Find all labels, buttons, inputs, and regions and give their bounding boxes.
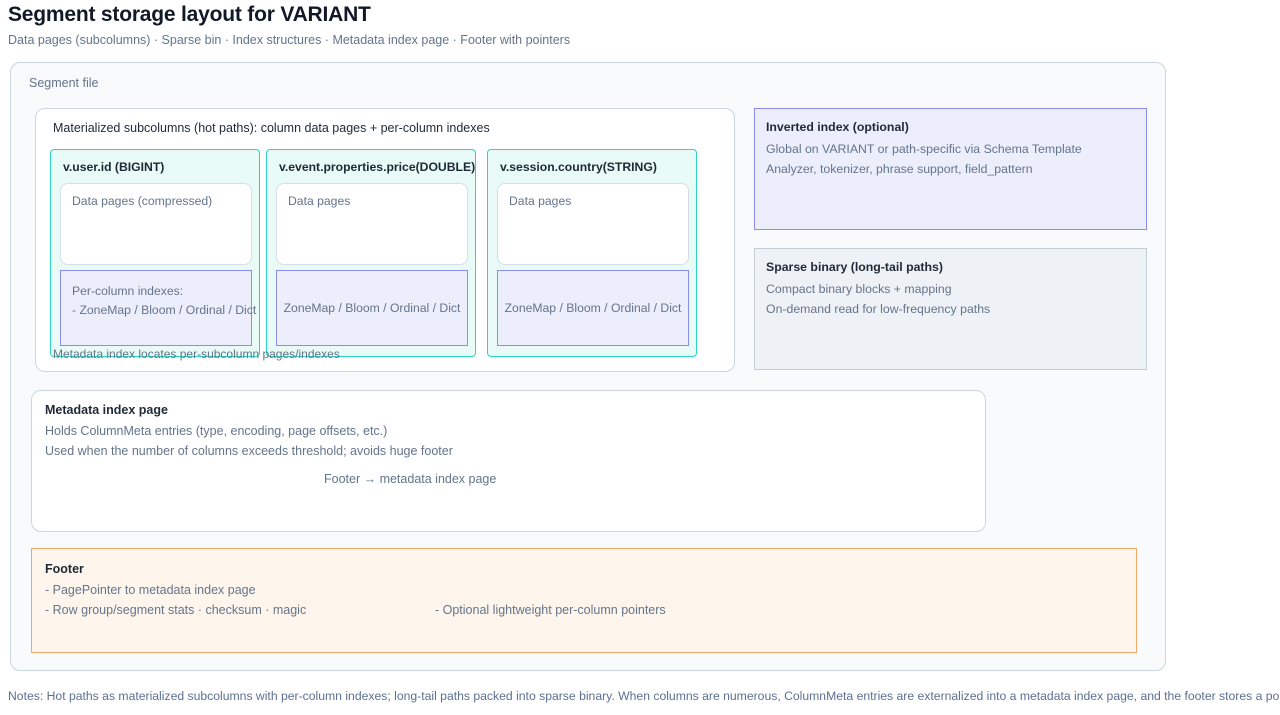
subcolumn-card-user-id[interactable]: v.user.id (BIGINT) Data pages (compresse… bbox=[50, 149, 260, 357]
subcolumn-card-session-country[interactable]: v.session.country(STRING) Data pages Zon… bbox=[487, 149, 697, 357]
sparse-binary-line-2: On-demand read for low-frequency paths bbox=[766, 302, 991, 316]
index-line: - ZoneMap / Bloom / Ordinal / Dict bbox=[72, 303, 257, 317]
subcolumn-name: v.event.properties.price(DOUBLE) bbox=[279, 160, 476, 174]
sparse-binary-panel: Sparse binary (long-tail paths) Compact … bbox=[754, 248, 1147, 370]
index-line: Per-column indexes: bbox=[72, 284, 184, 298]
metadata-index-page-title: Metadata index page bbox=[45, 403, 168, 417]
materialized-subcolumns-caption: Metadata index locates per-subcolumn pag… bbox=[53, 347, 340, 361]
per-column-index-box: ZoneMap / Bloom / Ordinal / Dict bbox=[497, 270, 689, 346]
data-pages-label: Data pages bbox=[288, 194, 351, 208]
footer-pointer-label: Footer → metadata index page bbox=[324, 472, 497, 486]
segment-file-label: Segment file bbox=[29, 76, 99, 90]
footer-line-2: - Row group/segment stats · checksum · m… bbox=[45, 603, 307, 617]
page-subtitle: Data pages (subcolumns) · Sparse bin · I… bbox=[8, 33, 571, 47]
data-pages-box: Data pages bbox=[276, 183, 468, 265]
metadata-index-page-line-1: Holds ColumnMeta entries (type, encoding… bbox=[45, 424, 388, 438]
materialized-subcolumns-title: Materialized subcolumns (hot paths): col… bbox=[53, 121, 490, 135]
data-pages-box: Data pages (compressed) bbox=[60, 183, 252, 265]
index-line: ZoneMap / Bloom / Ordinal / Dict bbox=[504, 301, 682, 315]
inverted-index-panel: Inverted index (optional) Global on VARI… bbox=[754, 108, 1147, 230]
footer-panel: Footer - PagePointer to metadata index p… bbox=[31, 548, 1137, 653]
subcolumn-name: v.session.country(STRING) bbox=[500, 160, 657, 174]
inverted-index-line-1: Global on VARIANT or path-specific via S… bbox=[766, 142, 1082, 156]
per-column-index-box: ZoneMap / Bloom / Ordinal / Dict bbox=[276, 270, 468, 346]
data-pages-box: Data pages bbox=[497, 183, 689, 265]
segment-file-container: Segment file Materialized subcolumns (ho… bbox=[10, 62, 1166, 671]
footer-right-note: - Optional lightweight per-column pointe… bbox=[435, 603, 666, 617]
footer-line-1: - PagePointer to metadata index page bbox=[45, 583, 256, 597]
per-column-index-box: Per-column indexes: - ZoneMap / Bloom / … bbox=[60, 270, 257, 346]
index-line: ZoneMap / Bloom / Ordinal / Dict bbox=[283, 301, 461, 315]
footer-title: Footer bbox=[45, 562, 84, 576]
metadata-index-page-line-2: Used when the number of columns exceeds … bbox=[45, 444, 453, 458]
sparse-binary-line-1: Compact binary blocks + mapping bbox=[766, 282, 952, 296]
data-pages-label: Data pages bbox=[509, 194, 572, 208]
subcolumn-name: v.user.id (BIGINT) bbox=[63, 160, 165, 174]
materialized-subcolumns-panel: Materialized subcolumns (hot paths): col… bbox=[35, 108, 735, 372]
data-pages-label: Data pages (compressed) bbox=[72, 194, 213, 208]
sparse-binary-title: Sparse binary (long-tail paths) bbox=[766, 260, 943, 274]
subcolumn-card-event-price[interactable]: v.event.properties.price(DOUBLE) Data pa… bbox=[266, 149, 476, 357]
page-title: Segment storage layout for VARIANT bbox=[8, 3, 371, 26]
notes-text: Notes: Hot paths as materialized subcolu… bbox=[8, 689, 1280, 703]
inverted-index-line-2: Analyzer, tokenizer, phrase support, fie… bbox=[766, 162, 1033, 176]
inverted-index-title: Inverted index (optional) bbox=[766, 120, 909, 134]
metadata-index-page-panel: Metadata index page Holds ColumnMeta ent… bbox=[31, 390, 986, 532]
